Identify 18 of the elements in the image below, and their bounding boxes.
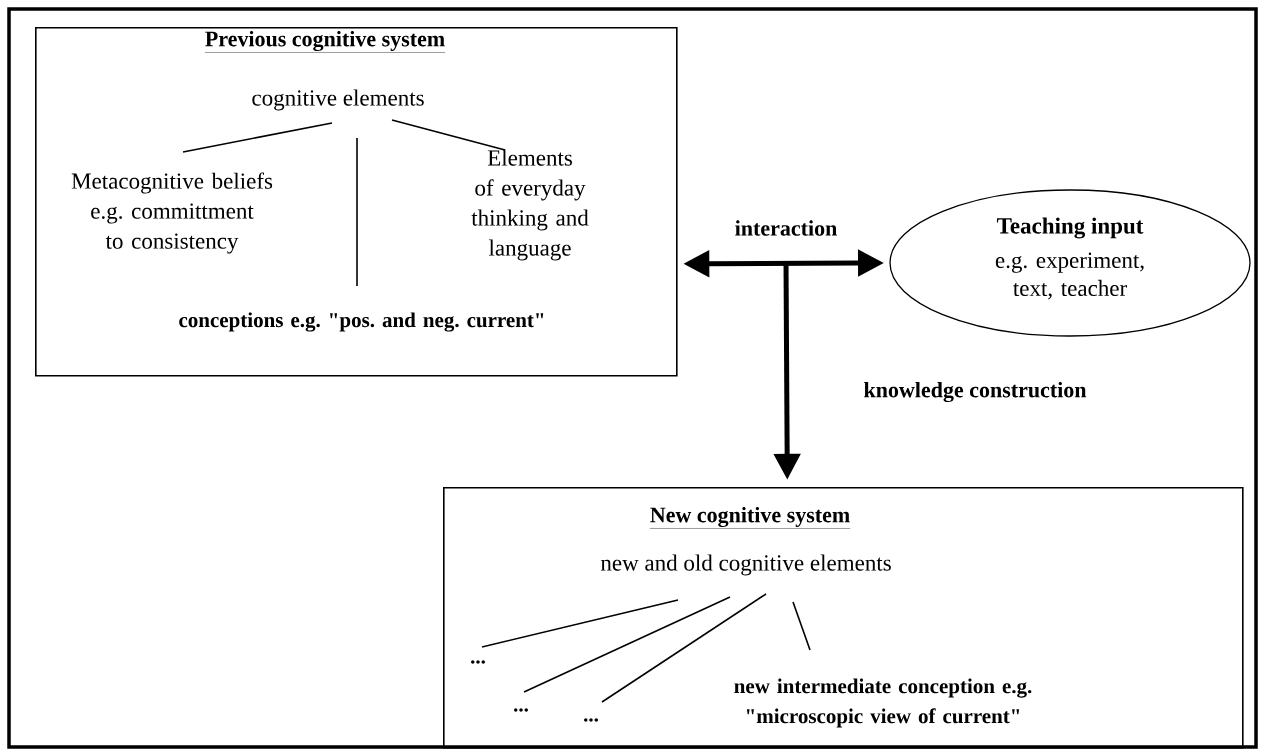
node-text: Metacognitive beliefs e.g. committment to consistency bbox=[71, 172, 273, 254]
edge-label: knowledge construction bbox=[862, 380, 1088, 404]
ellipsis: ... bbox=[514, 708, 528, 712]
connector-line bbox=[391, 119, 506, 151]
node-text: new and old cognitive elements bbox=[600, 554, 891, 576]
node-text: Elements of everyday thinking and language bbox=[471, 149, 589, 261]
connector-line bbox=[182, 122, 333, 153]
node-text: new intermediate conception e.g. "microscopic view of current" bbox=[734, 678, 1032, 728]
ellipsis: ... bbox=[584, 718, 598, 722]
node-text: conceptions e.g. "pos. and neg. current" bbox=[179, 312, 544, 332]
edge-label: interaction bbox=[733, 219, 839, 237]
connector-line bbox=[792, 601, 811, 651]
node-text: cognitive elements bbox=[252, 89, 424, 111]
connector-line bbox=[356, 137, 358, 287]
connector-line bbox=[523, 596, 731, 693]
connector-line bbox=[481, 599, 679, 648]
connector-line bbox=[601, 593, 767, 703]
ellipsis: ... bbox=[471, 660, 485, 664]
